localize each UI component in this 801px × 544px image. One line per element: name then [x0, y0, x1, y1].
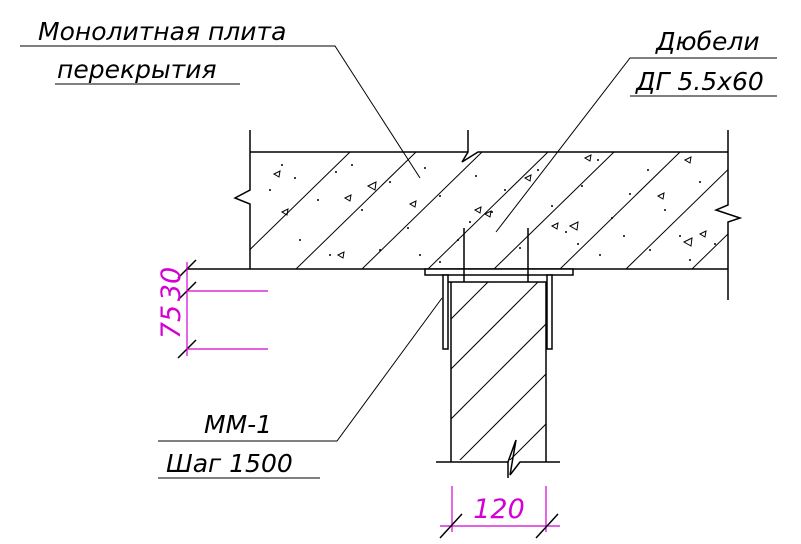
steel-angle-left — [442, 274, 449, 350]
dowel-label-line1: Дюбели — [655, 27, 760, 56]
dimension-wall-width: 120 — [473, 494, 525, 525]
slab-label-line2: перекрытия — [57, 55, 217, 84]
bracket-label-line1: ММ-1 — [204, 410, 272, 439]
concrete-aggregate — [272, 154, 707, 259]
wall-outline — [436, 282, 560, 478]
steel-bracket-mm1 — [424, 228, 574, 350]
horizontal-dimension: 120 — [439, 486, 560, 539]
leader-lines — [20, 45, 777, 479]
vertical-dimension: 30 75 — [156, 259, 268, 359]
dimension-upper: 30 — [156, 267, 187, 301]
dowels-dg — [463, 228, 529, 282]
slab-label-line1: Монолитная плита — [38, 17, 286, 46]
slab-hatch — [250, 152, 728, 269]
bearing-plate — [424, 268, 574, 276]
bracket-label-line2: Шаг 1500 — [166, 449, 293, 478]
steel-angle-right — [546, 274, 553, 350]
concrete-dots — [269, 159, 716, 263]
dimension-lower: 75 — [156, 305, 187, 339]
brick-wall — [436, 282, 560, 478]
dowel-label-line2: ДГ 5.5х60 — [635, 67, 764, 96]
wall-hatch — [451, 282, 546, 460]
callout-labels: Монолитная плита перекрытия Дюбели ДГ 5.… — [38, 17, 764, 478]
